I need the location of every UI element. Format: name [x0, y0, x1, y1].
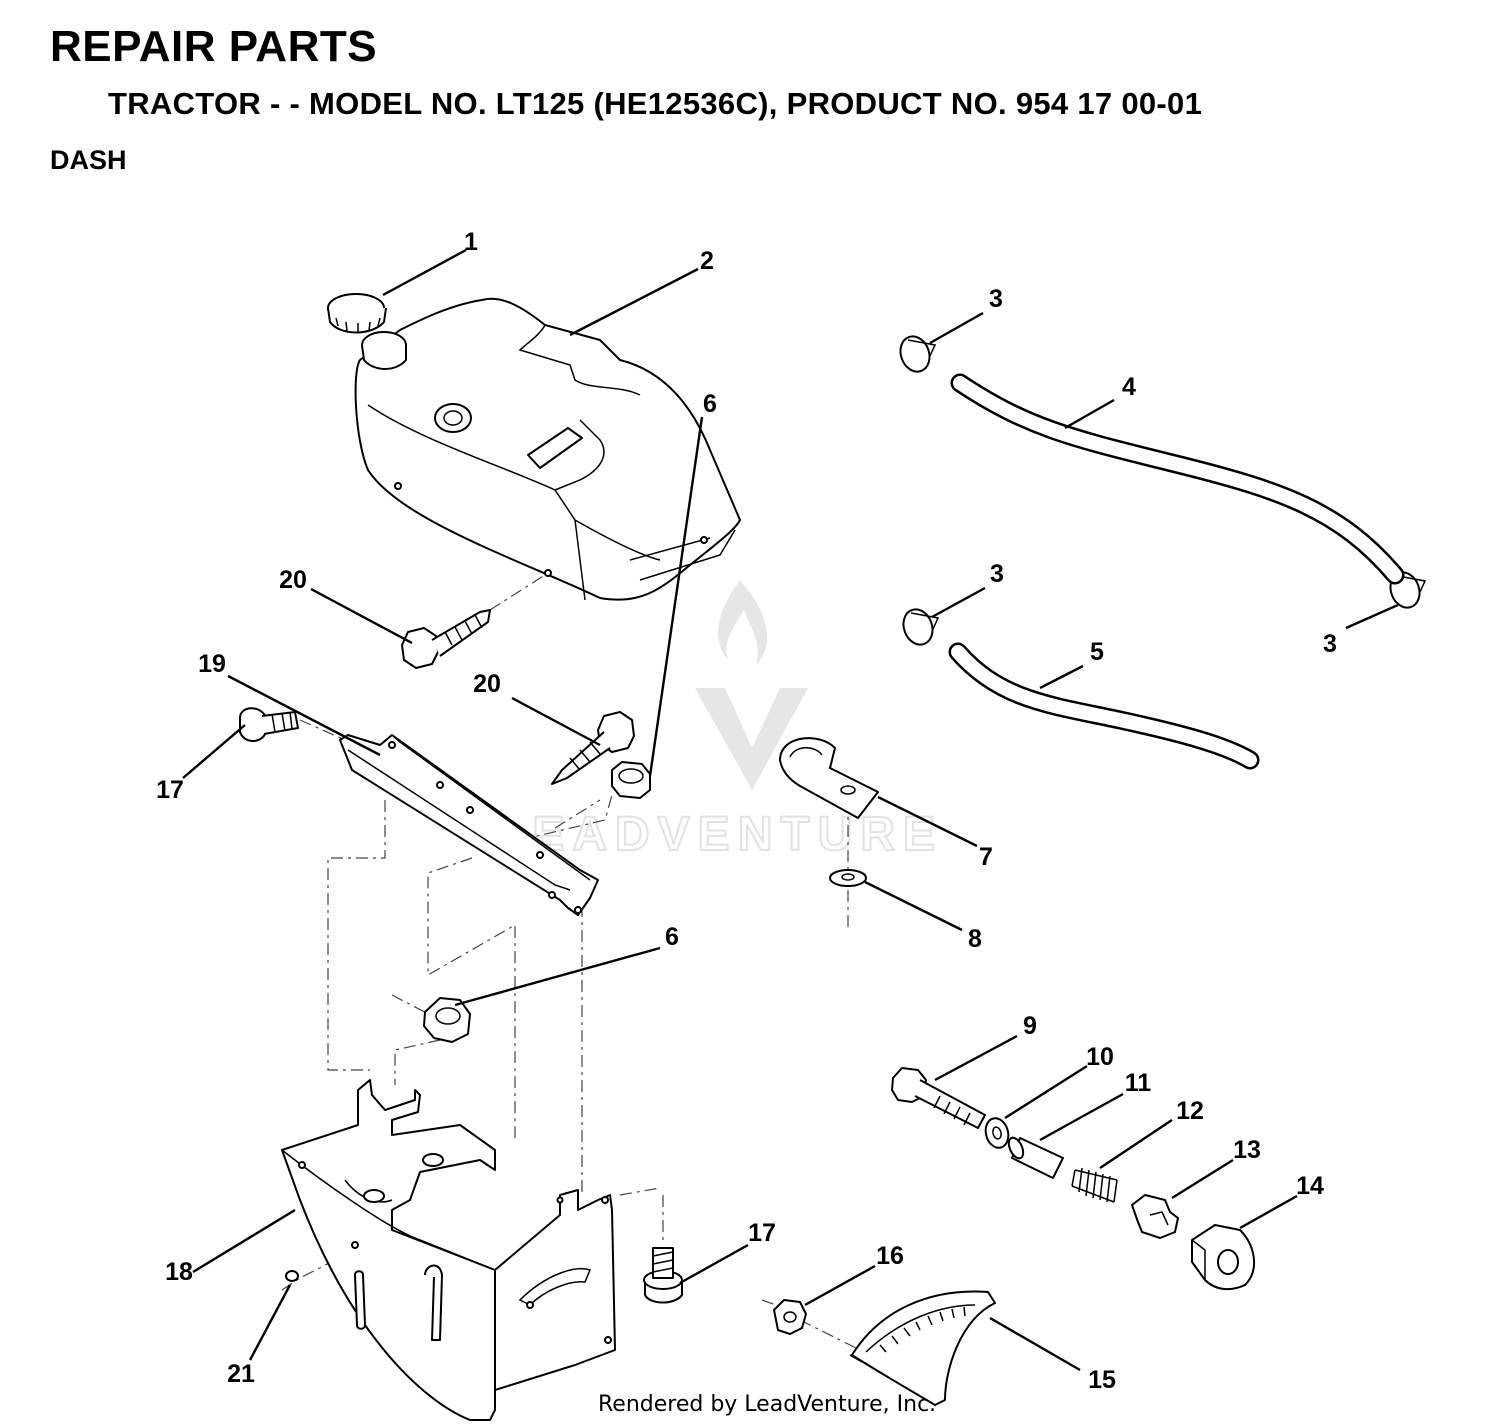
callout-14: 14	[1296, 1172, 1324, 1200]
callout-5: 5	[1090, 638, 1104, 666]
callout-6a: 6	[703, 390, 717, 418]
watermark-logo: LEADVENTURE	[494, 580, 943, 862]
callout-labels: 1 2 3 4 3 5 3 20 19 20 6 17 7 8 6 9 10 1…	[156, 228, 1337, 1394]
washer-part	[829, 869, 867, 887]
page-title: REPAIR PARTS	[50, 22, 378, 71]
washer-10-part	[984, 1117, 1010, 1149]
callout-16: 16	[876, 1242, 904, 1270]
callout-15: 15	[1088, 1366, 1116, 1394]
callout-21: 21	[227, 1360, 255, 1388]
footer-credit: Rendered by LeadVenture, Inc.	[598, 1392, 937, 1417]
bolt-part	[239, 707, 683, 1304]
callout-20b: 20	[473, 670, 501, 698]
callout-20a: 20	[279, 566, 307, 594]
callout-17b: 17	[748, 1219, 776, 1247]
screw-part	[401, 609, 635, 785]
callout-19: 19	[198, 650, 226, 678]
spring-part	[1071, 1167, 1118, 1203]
bolt-9-part	[891, 1067, 986, 1129]
friction-block-part	[1131, 1194, 1179, 1239]
fuel-cap-part	[327, 293, 387, 334]
watermark-text: LEADVENTURE	[495, 808, 943, 861]
callout-18: 18	[165, 1258, 193, 1286]
hose-clamp-part	[899, 335, 1427, 646]
lever-cam-part	[1191, 1224, 1256, 1291]
nut-part	[773, 1299, 807, 1335]
plug-part	[285, 1270, 299, 1282]
lock-nut-part	[423, 761, 651, 1043]
callout-12: 12	[1176, 1097, 1204, 1125]
callout-3a: 3	[989, 285, 1003, 313]
throttle-decal-part	[849, 1290, 996, 1406]
callout-17a: 17	[156, 776, 184, 804]
spacer-part	[1007, 1136, 1064, 1179]
fuel-line-upper-part	[950, 373, 1405, 585]
callout-9: 9	[1023, 1012, 1037, 1040]
page-subtitle: TRACTOR - - MODEL NO. LT125 (HE12536C), …	[108, 86, 1203, 121]
callout-6b: 6	[665, 923, 679, 951]
fuel-tank-part	[354, 297, 741, 601]
callout-1: 1	[464, 228, 478, 256]
section-title: DASH	[50, 145, 127, 175]
line-clamp-part	[779, 737, 879, 819]
callout-3b: 3	[990, 560, 1004, 588]
callout-2: 2	[700, 247, 714, 275]
callout-8: 8	[968, 925, 982, 953]
callout-13: 13	[1233, 1136, 1261, 1164]
callout-11: 11	[1125, 1069, 1152, 1097]
callout-10: 10	[1086, 1043, 1114, 1071]
fuel-line-lower-part	[948, 642, 1260, 770]
callout-3c: 3	[1323, 630, 1337, 658]
dash-panel-part	[281, 1079, 616, 1421]
assembly-guides	[281, 572, 857, 1349]
leader-lines	[182, 248, 1399, 1372]
callout-7: 7	[979, 843, 993, 871]
callout-4: 4	[1122, 373, 1136, 401]
bracket-part	[339, 734, 599, 916]
